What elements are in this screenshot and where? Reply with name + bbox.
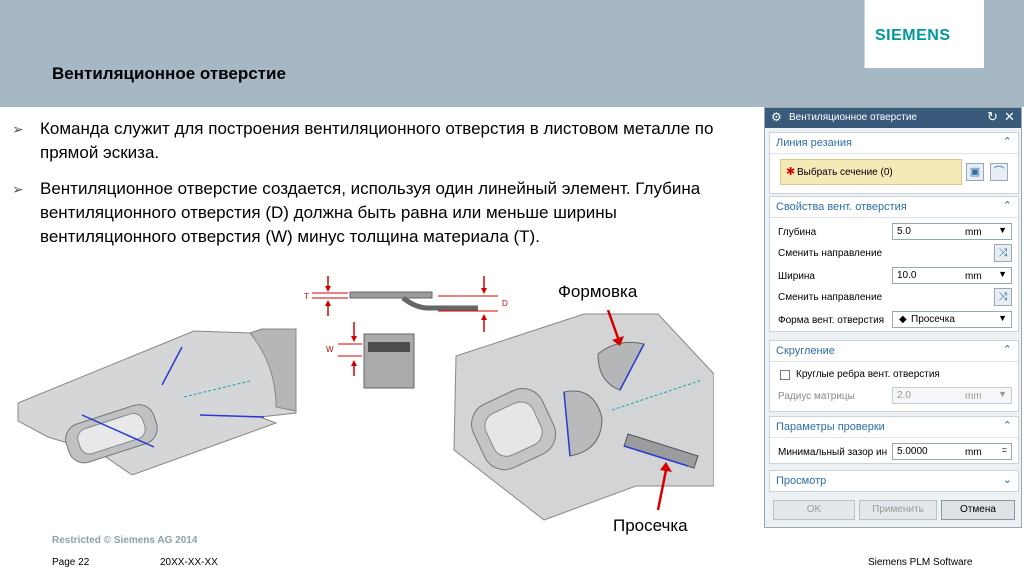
vent-shape-label: Форма вент. отверстия [778, 315, 885, 326]
vent-cross-section-diagram: T D W [304, 276, 508, 389]
divider [770, 361, 1018, 362]
slot-shape-icon: ◆ [899, 314, 907, 325]
bullet-item: ➢ Команда служит для построения вентиляц… [12, 117, 742, 165]
bullet-list: ➢ Команда служит для построения вентиляц… [12, 117, 742, 261]
section-preview: Просмотр ⌄ [769, 470, 1019, 492]
required-star-icon: ✱ [786, 166, 796, 178]
min-gap-label: Минимальный зазор ин [778, 447, 888, 458]
label-slot: Просечка [613, 516, 688, 535]
bullet-text: Команда служит для построения вентиляцио… [40, 119, 714, 162]
dim-label-t: T [304, 292, 309, 301]
chevron-up-icon[interactable]: ⌃ [1002, 344, 1012, 356]
section-rounding: Скругление ⌃ Круглые ребра вент. отверст… [769, 340, 1019, 412]
die-radius-value: 2.0 [897, 390, 911, 401]
section-vent-properties: Свойства вент. отверстия ⌃ Глубина 5.0 m… [769, 196, 1019, 332]
ok-button[interactable]: OK [773, 500, 855, 520]
section-header[interactable]: Линия резания [776, 137, 852, 149]
flip-direction-label: Сменить направление [778, 292, 883, 303]
chevron-down-icon[interactable]: ▼ [998, 225, 1007, 235]
bullet-item: ➢ Вентиляционное отверстие создается, ис… [12, 177, 742, 249]
cancel-button[interactable]: Отмена [941, 500, 1015, 520]
sketch-section-icon[interactable]: ▣ [966, 163, 984, 181]
dim-label-d: D [502, 299, 508, 308]
flip-direction-icon[interactable]: ⤨ [994, 244, 1012, 262]
bullet-arrow-icon: ➢ [12, 121, 24, 137]
close-icon[interactable]: ✕ [1004, 109, 1015, 124]
slide-title: Вентиляционное отверстие [52, 64, 286, 83]
footer-company: Siemens PLM Software [868, 557, 973, 568]
section-check-params: Параметры проверки ⌃ Минимальный зазор и… [769, 416, 1019, 464]
depth-unit: mm [965, 227, 982, 238]
depth-value: 5.0 [897, 226, 911, 237]
footer-restricted: Restricted © Siemens AG 2014 [52, 535, 198, 546]
width-input[interactable]: 10.0 mm ▼ [892, 267, 1012, 284]
chevron-down-icon[interactable]: ▼ [998, 389, 1007, 399]
chevron-up-icon[interactable]: ⌃ [1002, 136, 1012, 148]
gear-icon: ⚙ [771, 110, 782, 124]
width-unit: mm [965, 271, 982, 282]
curve-icon[interactable]: ⌒ [990, 163, 1008, 181]
die-radius-input[interactable]: 2.0 mm ▼ [892, 387, 1012, 404]
width-value: 10.0 [897, 270, 917, 281]
select-section-field[interactable]: ✱ Выбрать сечение (0) [780, 159, 962, 185]
min-gap-value: 5.0000 [897, 446, 928, 457]
divider [770, 153, 1018, 154]
round-edges-checkbox[interactable] [780, 370, 790, 380]
equals-icon[interactable]: = [1001, 445, 1007, 455]
dialog-title: Вентиляционное отверстие [789, 112, 917, 123]
siemens-logo-text: SIEMENS [875, 27, 951, 44]
chevron-down-icon[interactable]: ▼ [998, 313, 1007, 323]
chevron-down-icon[interactable]: ⌄ [1002, 474, 1012, 486]
reset-icon[interactable]: ↻ [987, 109, 998, 124]
chevron-up-icon[interactable]: ⌃ [1002, 420, 1012, 432]
section-header[interactable]: Свойства вент. отверстия [776, 201, 907, 213]
dialog-titlebar: ⚙ Вентиляционное отверстие ↻ ✕ [765, 108, 1021, 128]
section-header[interactable]: Скругление [776, 345, 835, 357]
footer-page-number: Page 22 [52, 557, 90, 568]
section-header[interactable]: Параметры проверки [776, 421, 885, 433]
section-header[interactable]: Просмотр [776, 475, 827, 487]
section-cut-line: Линия резания ⌃ ✱ Выбрать сечение (0) ▣ … [769, 132, 1019, 194]
label-forming: Формовка [558, 282, 638, 301]
flip-direction-label: Сменить направление [778, 248, 883, 259]
flip-direction-icon[interactable]: ⤨ [994, 288, 1012, 306]
round-edges-label: Круглые ребра вент. отверстия [796, 369, 940, 380]
vent-dialog: ⚙ Вентиляционное отверстие ↻ ✕ Линия рез… [764, 107, 1022, 528]
divider [770, 437, 1018, 438]
select-section-label: Выбрать сечение (0) [797, 167, 893, 178]
divider [770, 217, 1018, 218]
chevron-down-icon[interactable]: ▼ [998, 269, 1007, 279]
siemens-logo: SIEMENS [864, 0, 984, 68]
apply-button[interactable]: Применить [859, 500, 937, 520]
bullet-arrow-icon: ➢ [12, 181, 24, 197]
vent-shape-value: Просечка [911, 314, 955, 325]
dim-label-w: W [326, 345, 334, 354]
chevron-up-icon[interactable]: ⌃ [1002, 200, 1012, 212]
depth-input[interactable]: 5.0 mm ▼ [892, 223, 1012, 240]
footer-date: 20XX-XX-XX [160, 557, 218, 568]
vent-shape-select[interactable]: ◆ Просечка ▼ [892, 311, 1012, 328]
min-gap-input[interactable]: 5.0000 mm = [892, 443, 1012, 460]
bullet-text: Вентиляционное отверстие создается, испо… [40, 179, 701, 246]
sheet-metal-forming-illustration [453, 310, 714, 521]
sheet-metal-slot-illustration [17, 328, 297, 475]
min-gap-unit: mm [965, 447, 982, 458]
die-radius-unit: mm [965, 391, 982, 402]
width-label: Ширина [778, 271, 815, 282]
die-radius-label: Радиус матрицы [778, 391, 855, 402]
slide-header: Вентиляционное отверстие SIEMENS [0, 0, 1024, 107]
depth-label: Глубина [778, 227, 817, 238]
